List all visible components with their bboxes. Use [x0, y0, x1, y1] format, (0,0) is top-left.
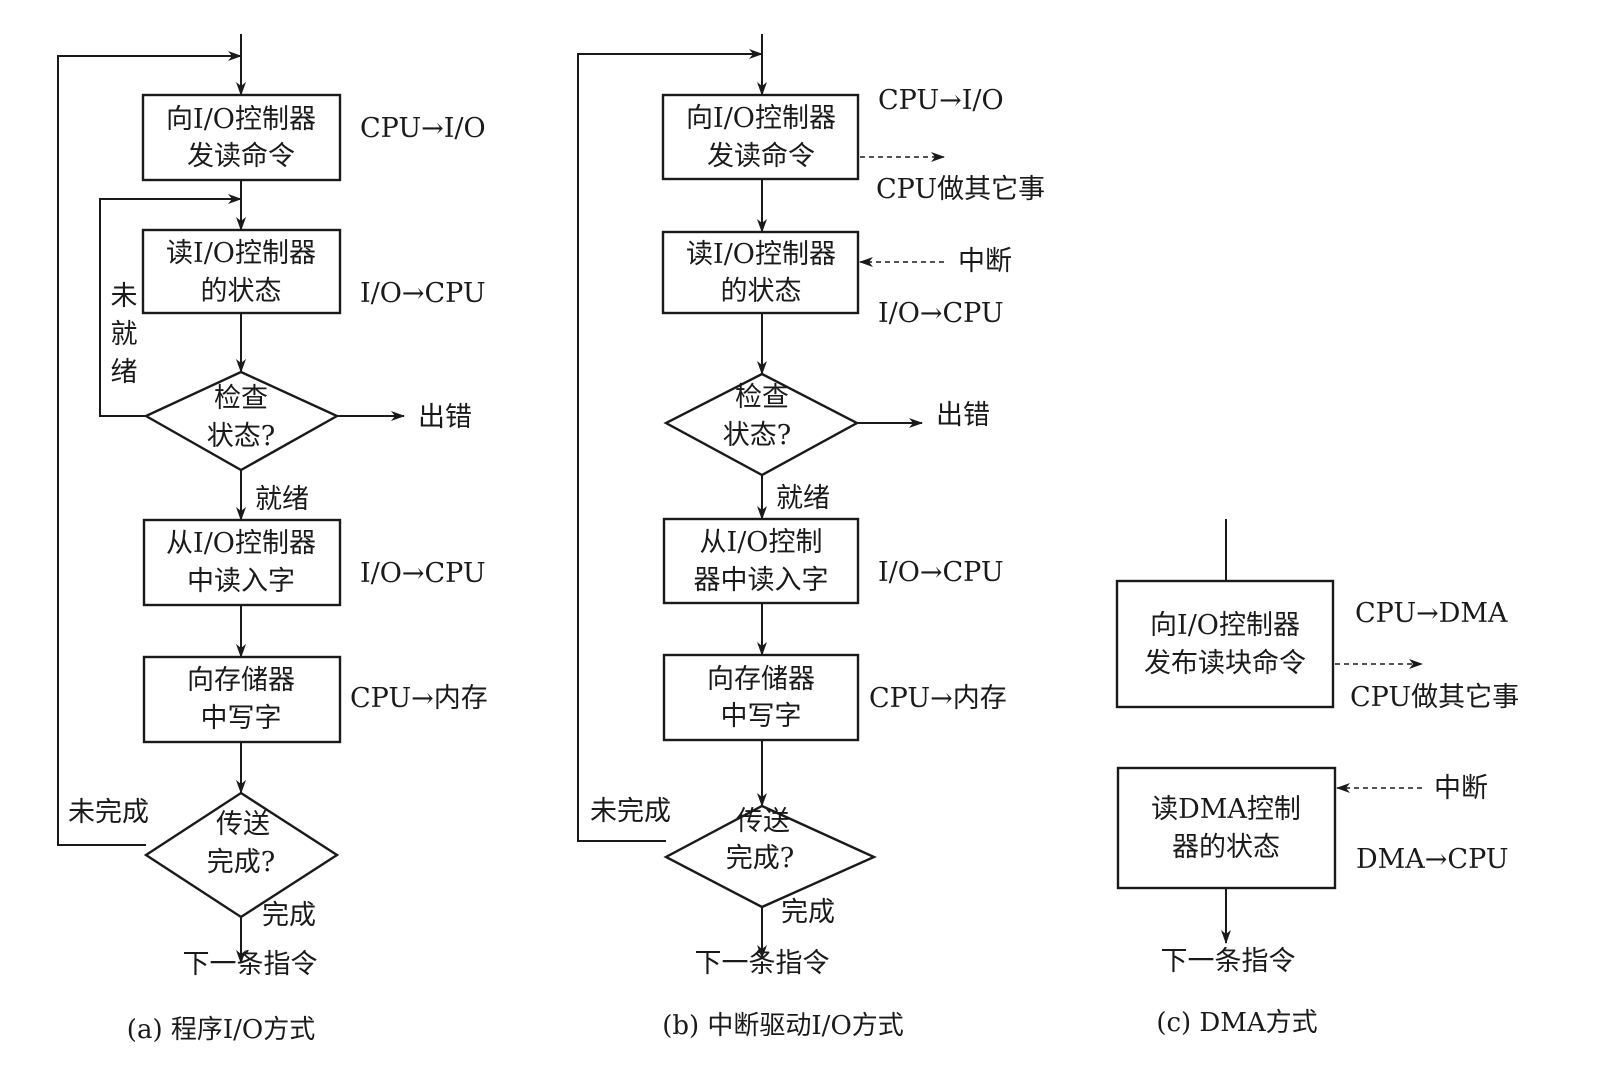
step-text: 发读命令	[707, 141, 815, 172]
decision-text: 检查	[735, 382, 789, 413]
loop-not-complete-arrow	[57, 51, 242, 846]
step-text: 向存储器	[187, 665, 295, 696]
step-text: 读DMA控制	[1151, 794, 1301, 825]
step-text: 的状态	[201, 276, 282, 307]
cpu-other-work-label: CPU做其它事	[876, 174, 1045, 205]
transfer-note: I/O→CPU	[360, 278, 486, 309]
step-text: 发读命令	[187, 141, 295, 172]
next-instruction-label: 下一条指令	[183, 949, 318, 980]
step-box-write-memory	[142, 655, 342, 744]
loop-not-ready-label-char: 绪	[111, 357, 138, 388]
decision-text: 检查	[214, 383, 268, 414]
transfer-note: DMA→CPU	[1356, 844, 1509, 875]
step-text: 向I/O控制器	[686, 103, 836, 134]
step-text: 从I/O控制	[700, 527, 823, 558]
step-text: 器中读入字	[694, 565, 829, 596]
step-text: 向I/O控制器	[166, 104, 316, 135]
step-text: 器的状态	[1172, 832, 1280, 863]
next-instruction-label: 下一条指令	[1161, 946, 1296, 977]
not-complete-label: 未完成	[590, 796, 671, 827]
transfer-note: I/O→CPU	[878, 557, 1004, 588]
step-text: 向存储器	[707, 664, 815, 695]
step-box-read-dma-status	[1116, 766, 1337, 890]
decision-text: 传送	[736, 806, 790, 837]
loop-not-ready-label-char: 未	[111, 281, 138, 312]
decision-text: 状态?	[207, 421, 275, 452]
step-text: 中读入字	[187, 566, 295, 597]
cpu-other-work-label: CPU做其它事	[1350, 682, 1519, 713]
next-instruction-label: 下一条指令	[695, 948, 830, 979]
transfer-note: CPU→内存	[869, 683, 1007, 714]
step-text: 中写字	[201, 703, 282, 734]
transfer-note: CPU→I/O	[878, 85, 1004, 116]
loop-not-ready-arrow	[99, 194, 242, 417]
step-box-write-memory	[662, 653, 860, 742]
step-box-read-controller-status	[661, 230, 860, 315]
complete-label: 完成	[262, 900, 316, 931]
loop-not-complete-arrow	[577, 49, 763, 842]
step-box-send-read-command	[661, 93, 860, 181]
panel-b-interrupt-driven-io: 向I/O控制器 发读命令 CPU→I/O CPU做其它事 读I/O控制器 的状态…	[577, 34, 1045, 1041]
not-complete-label: 未完成	[68, 797, 149, 828]
decision-text: 完成?	[726, 843, 794, 874]
step-text: 中写字	[721, 701, 802, 732]
transfer-note: I/O→CPU	[878, 298, 1004, 329]
interrupt-label: 中断	[958, 246, 1012, 277]
complete-label: 完成	[781, 897, 835, 928]
error-label: 出错	[936, 400, 990, 431]
transfer-note: CPU→内存	[350, 683, 488, 714]
transfer-note: CPU→DMA	[1355, 598, 1508, 629]
panel-caption: (a) 程序I/O方式	[127, 1015, 315, 1045]
decision-text: 状态?	[723, 420, 791, 451]
transfer-note: CPU→I/O	[360, 113, 486, 144]
step-text: 向I/O控制器	[1150, 610, 1300, 641]
step-box-issue-block-read	[1115, 579, 1335, 709]
panel-caption: (b) 中断驱动I/O方式	[662, 1011, 904, 1041]
panel-c-dma: 向I/O控制器 发布读块命令 CPU→DMA CPU做其它事 读DMA控制 器的…	[1115, 519, 1519, 1038]
step-text: 从I/O控制器	[166, 528, 316, 559]
transfer-note: I/O→CPU	[360, 558, 486, 589]
step-box-send-read-command	[141, 93, 342, 182]
loop-not-ready-label-char: 就	[111, 319, 138, 350]
error-label: 出错	[418, 402, 472, 433]
panel-caption: (c) DMA方式	[1156, 1008, 1317, 1038]
ready-label: 就绪	[255, 484, 309, 515]
step-box-read-word	[662, 517, 860, 605]
step-text: 读I/O控制器	[166, 238, 316, 269]
decision-text: 传送	[216, 809, 270, 840]
step-text: 读I/O控制器	[686, 239, 836, 270]
step-text: 发布读块命令	[1144, 648, 1306, 679]
step-text: 的状态	[721, 276, 802, 307]
interrupt-label: 中断	[1434, 773, 1488, 804]
ready-label: 就绪	[776, 483, 830, 514]
panel-a-programmed-io: 向I/O控制器 发读命令 CPU→I/O 未 就 绪 读I/O控制器 的状态 I…	[57, 34, 488, 1045]
decision-text: 完成?	[207, 847, 275, 878]
